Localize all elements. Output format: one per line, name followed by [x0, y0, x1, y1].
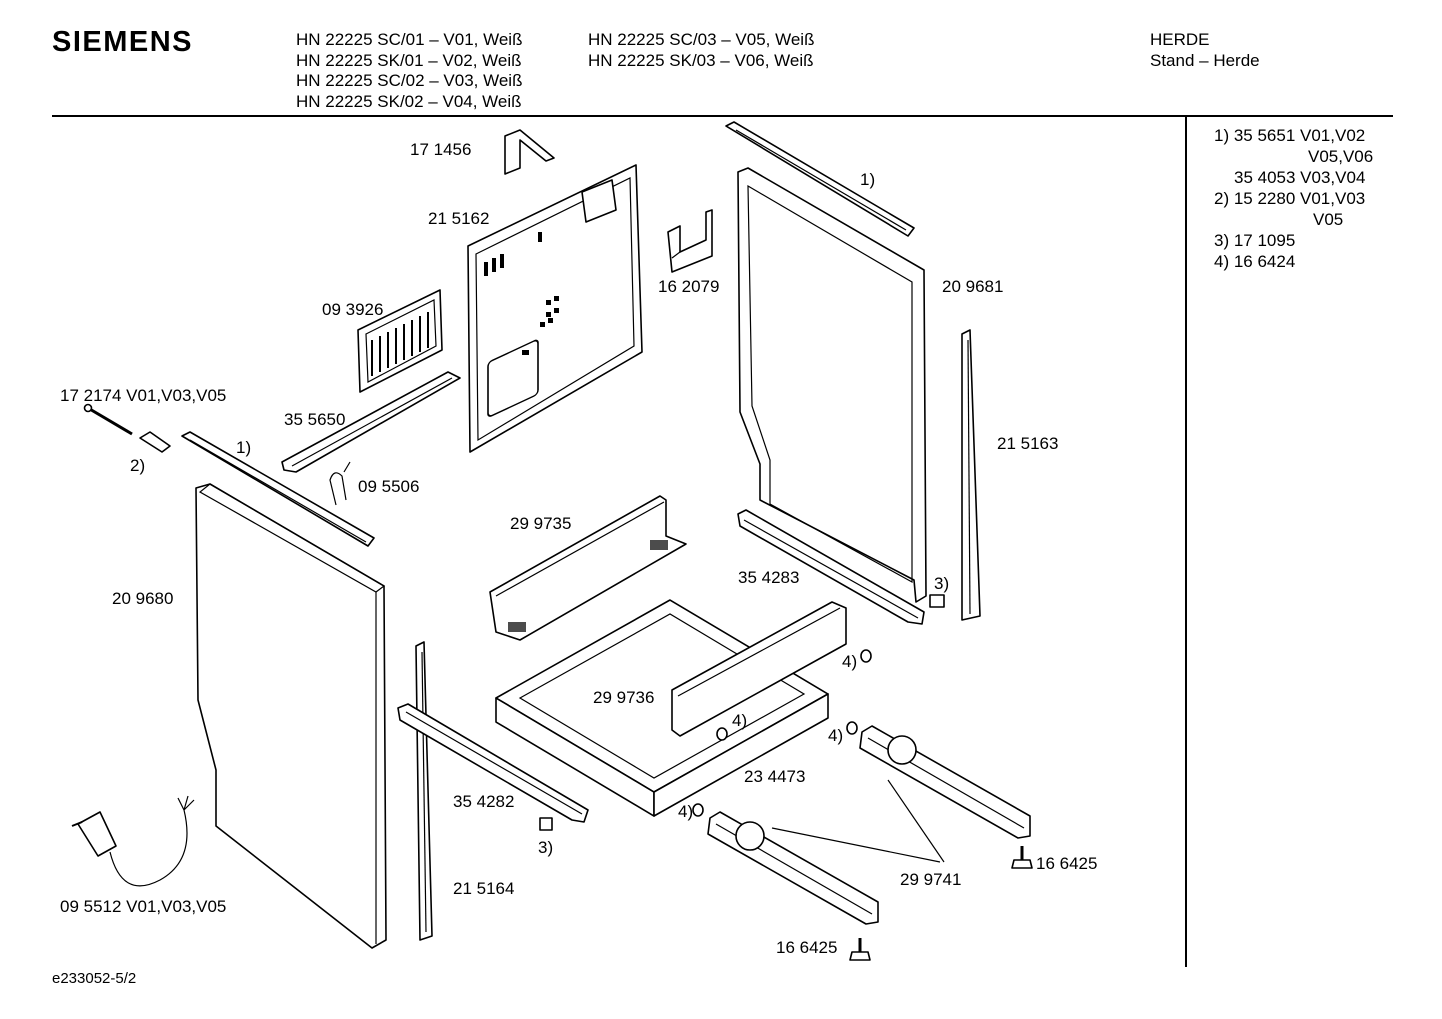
grommet-4c	[846, 721, 858, 735]
siemens-logo: SIEMENS	[52, 26, 194, 58]
label-209680: 20 9680	[112, 589, 174, 608]
label-299736: 29 9736	[593, 688, 655, 707]
rail-355650	[281, 371, 461, 473]
label-172174: 17 2174 V01,V03,V05	[60, 386, 227, 405]
label-354283: 35 4283	[738, 568, 800, 587]
legend-line: 4) 16 6424	[1214, 252, 1296, 271]
label-234473: 23 4473	[744, 767, 806, 786]
document-id: e233052-5/2	[52, 970, 137, 987]
label-093926: 09 3926	[322, 300, 384, 319]
wheel-rail-right	[859, 725, 1031, 839]
foot-166425-right	[1011, 846, 1033, 869]
sleeve-2	[139, 431, 171, 453]
grommet-4d	[692, 803, 704, 817]
bar-1-right	[725, 121, 915, 237]
cap-3-right	[929, 594, 945, 608]
label-095512: 09 5512 V01,V03,V05	[60, 897, 227, 916]
rail-354283	[737, 509, 925, 625]
category-block: HERDE Stand – Herde	[1150, 30, 1260, 71]
callout-4-c: 4)	[828, 726, 844, 745]
grille-093926	[357, 289, 443, 393]
label-162079: 16 2079	[658, 277, 720, 296]
callout-3-right: 3)	[934, 574, 950, 593]
beam-299736	[671, 601, 847, 737]
channel-299735	[489, 495, 687, 641]
leader-lines-299741	[771, 779, 945, 863]
model-line: HN 22225 SK/03 – V06, Weiß	[588, 50, 814, 70]
label-299735: 29 9735	[510, 514, 572, 533]
label-095506: 09 5506	[358, 477, 420, 496]
model-line: HN 22225 SK/01 – V02, Weiß	[296, 50, 522, 70]
callout-2: 2)	[130, 456, 146, 475]
legend-line: V05,V06	[1308, 147, 1374, 166]
legend-line: 35 4053 V03,V04	[1234, 168, 1366, 187]
label-215163: 21 5163	[997, 434, 1059, 453]
callout-4-b: 4)	[732, 711, 748, 730]
wheel-rail-left	[707, 811, 879, 925]
model-list-col1: HN 22225 SC/01 – V01, Weiß HN 22225 SK/0…	[296, 30, 522, 112]
label-215162: 21 5162	[428, 209, 490, 228]
label-299741: 29 9741	[900, 870, 962, 889]
legend: 1) 35 5651 V01,V02 V05,V06 35 4053 V03,V…	[1214, 125, 1373, 272]
grommet-4b	[716, 727, 728, 741]
callout-1-left: 1)	[236, 438, 252, 457]
legend-line: 2) 15 2280 V01,V03	[1214, 189, 1366, 208]
clip-095506	[329, 461, 351, 506]
callout-3-left: 3)	[538, 838, 554, 857]
label-166425-right: 16 6425	[1036, 854, 1098, 873]
model-list-col2: HN 22225 SC/03 – V05, Weiß HN 22225 SK/0…	[588, 30, 814, 71]
bar-1-left	[181, 431, 375, 547]
bracket-162079	[667, 209, 713, 273]
model-line: HN 22225 SC/02 – V03, Weiß	[296, 71, 523, 90]
label-166425-left: 16 6425	[776, 938, 838, 957]
callout-1-right: 1)	[860, 170, 876, 189]
pin-172174	[83, 403, 133, 436]
post-215163	[961, 329, 981, 621]
foot-166425-left	[849, 938, 871, 961]
post-215164	[415, 641, 433, 941]
category-title: HERDE	[1150, 30, 1210, 49]
base-frame-234473	[495, 599, 829, 817]
side-frame-209681	[737, 167, 927, 603]
model-line: HN 22225 SC/03 – V05, Weiß	[588, 30, 815, 49]
side-panel-209680	[195, 483, 387, 949]
label-355650: 35 5650	[284, 410, 346, 429]
category-subtitle: Stand – Herde	[1150, 50, 1260, 70]
power-cord-095512	[71, 795, 195, 887]
label-215164: 21 5164	[453, 879, 515, 898]
bracket-171456	[504, 129, 555, 175]
cap-3-left	[539, 817, 553, 831]
model-line: HN 22225 SC/01 – V01, Weiß	[296, 30, 523, 49]
legend-line: V05	[1313, 210, 1344, 229]
label-354282: 35 4282	[453, 792, 515, 811]
legend-line: 3) 17 1095	[1214, 231, 1296, 250]
label-209681: 20 9681	[942, 277, 1004, 296]
rear-panel-215162	[467, 164, 643, 453]
callout-4-a: 4)	[842, 652, 858, 671]
model-line: HN 22225 SK/02 – V04, Weiß	[296, 91, 522, 111]
label-171456: 17 1456	[410, 140, 472, 159]
rail-354282	[397, 703, 589, 823]
grommet-4a	[860, 649, 872, 663]
callout-4-d: 4)	[678, 802, 694, 821]
legend-line: 1) 35 5651 V01,V02	[1214, 126, 1366, 145]
